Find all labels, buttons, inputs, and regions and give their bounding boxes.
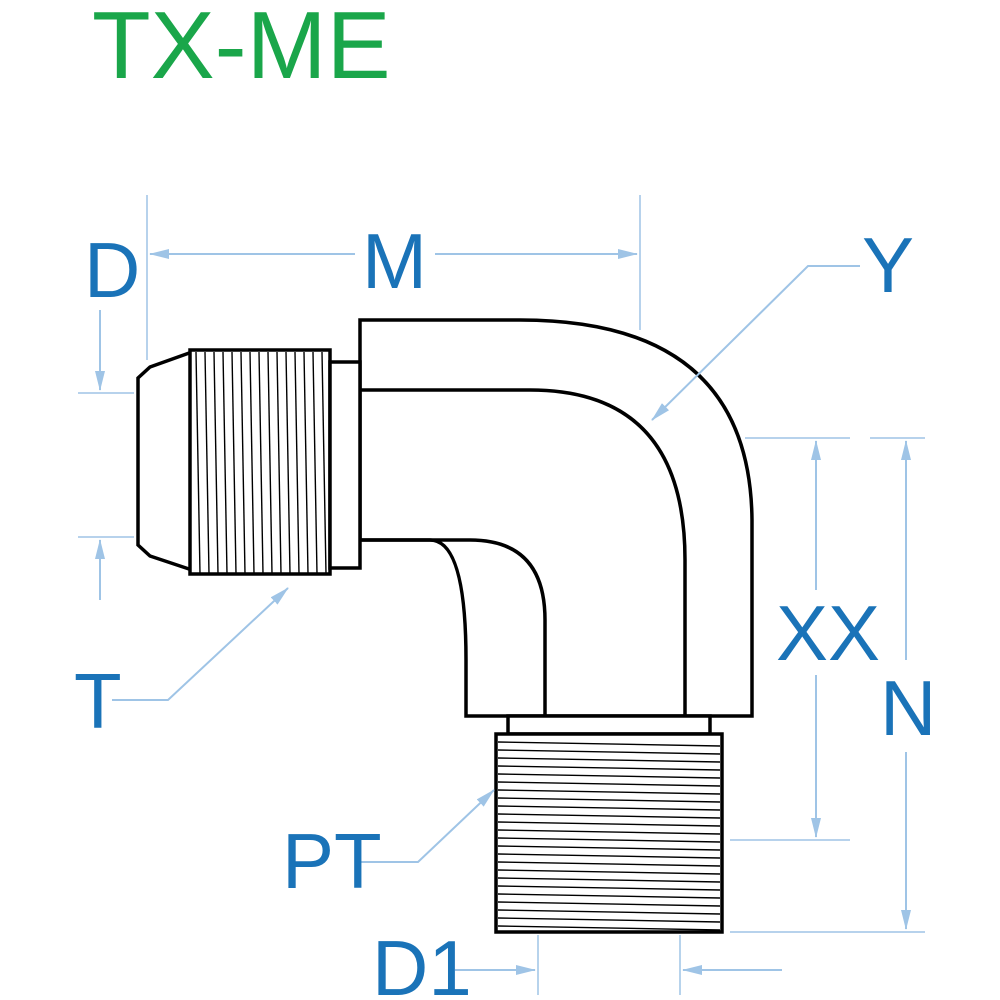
label-t: T	[74, 657, 122, 745]
label-m: M	[362, 217, 427, 305]
label-xx: XX	[776, 589, 880, 677]
label-d1: D1	[372, 924, 472, 1000]
label-pt: PT	[282, 817, 382, 905]
bottom-thread	[494, 714, 724, 934]
left-thread	[136, 348, 362, 576]
label-d: D	[84, 226, 140, 314]
label-n: N	[880, 664, 936, 752]
dimension-lines	[78, 195, 925, 995]
diagram-title: TX-ME	[92, 0, 391, 99]
label-y: Y	[862, 221, 914, 309]
